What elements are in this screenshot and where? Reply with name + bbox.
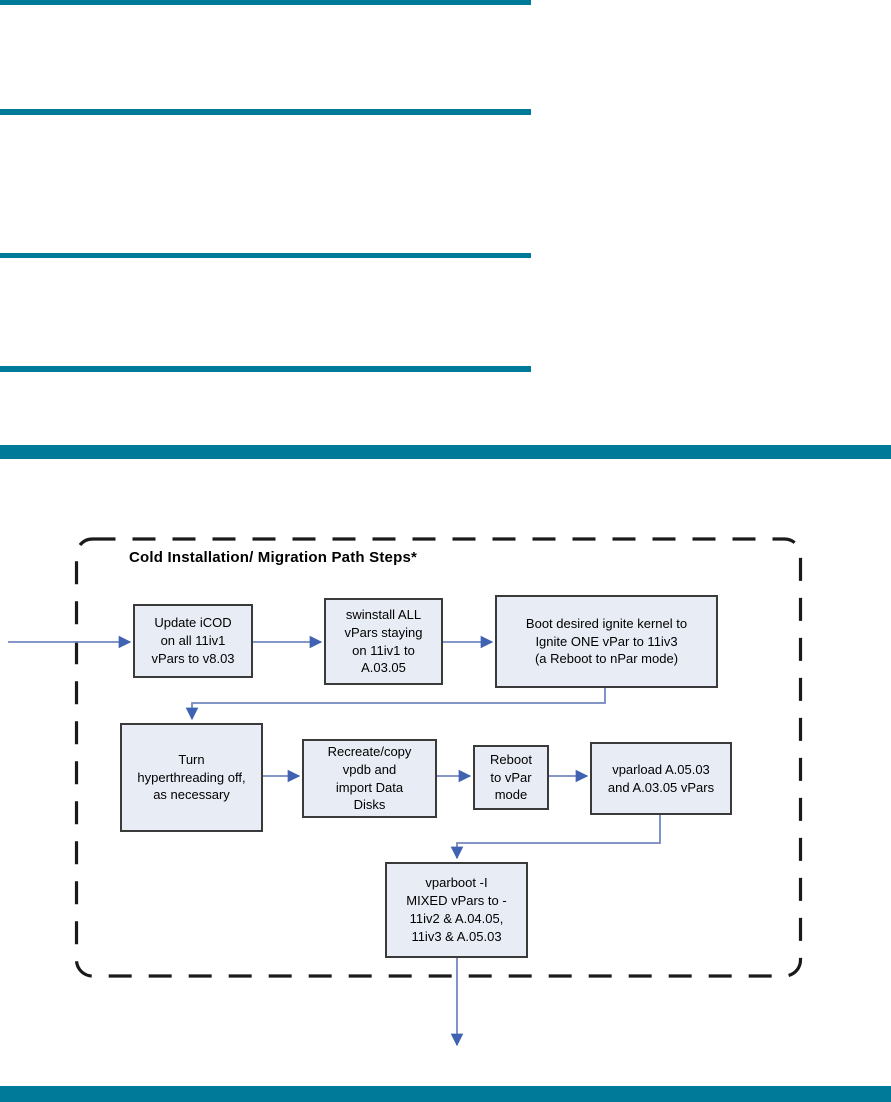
flow-box-vparload: vparload A.05.03 and A.03.05 vPars xyxy=(590,742,732,815)
connector-box3-box4 xyxy=(185,688,606,721)
teal-divider-bar-bottom xyxy=(0,1086,891,1102)
section-rule-4 xyxy=(0,366,531,372)
flow-box-hyperthreading: Turn hyperthreading off, as necessary xyxy=(120,723,263,832)
flow-box-reboot-vpar: Reboot to vPar mode xyxy=(473,745,549,810)
dashed-frame xyxy=(74,537,803,978)
flow-box-swinstall-all: swinstall ALL vPars staying on 11iv1 to … xyxy=(324,598,443,685)
teal-divider-bar-mid xyxy=(0,445,891,459)
section-rule-3 xyxy=(0,253,531,258)
section-rule-1 xyxy=(0,0,531,5)
flow-box-boot-ignite: Boot desired ignite kernel to Ignite ONE… xyxy=(495,595,718,688)
flow-box-update-icod: Update iCOD on all 11iv1 vPars to v8.03 xyxy=(133,604,253,678)
section-rule-2 xyxy=(0,109,531,115)
flow-box-vparboot: vparboot -I MIXED vPars to - 11iv2 & A.0… xyxy=(385,862,528,958)
connector-box7-box8 xyxy=(450,815,661,860)
flow-box-recreate-vpdb: Recreate/copy vpdb and import Data Disks xyxy=(302,739,437,818)
flowchart-title: Cold Installation/ Migration Path Steps* xyxy=(129,549,418,566)
